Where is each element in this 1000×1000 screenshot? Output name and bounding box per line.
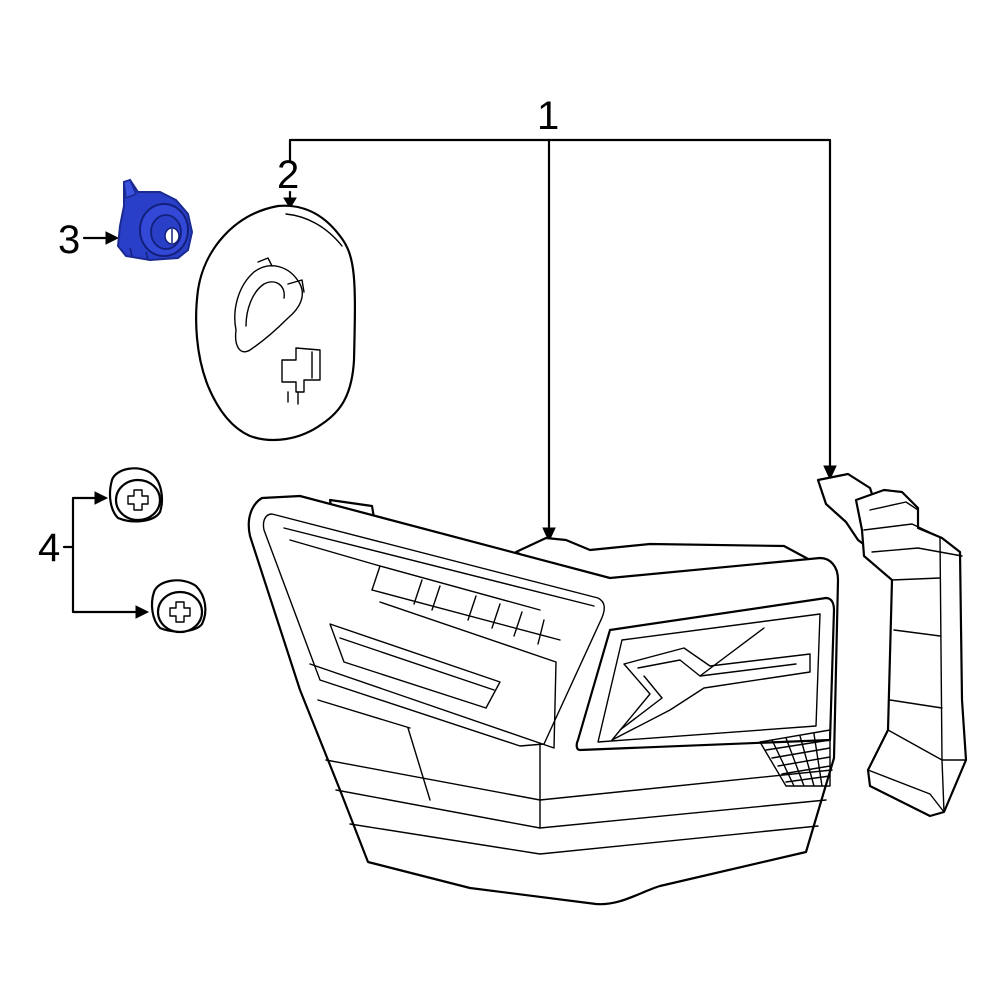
leader-1 bbox=[288, 138, 837, 543]
tail-lamp-assembly[interactable] bbox=[247, 494, 840, 906]
callout-4: 4 bbox=[38, 526, 60, 570]
callout-1: 1 bbox=[537, 94, 559, 138]
leader-4 bbox=[62, 491, 150, 619]
leader-2 bbox=[283, 190, 297, 209]
callout-2: 2 bbox=[277, 153, 299, 197]
side-bracket[interactable] bbox=[816, 472, 968, 818]
reflector-grid bbox=[759, 729, 831, 787]
access-cover[interactable] bbox=[195, 204, 357, 442]
mounting-screw-upper[interactable] bbox=[108, 467, 163, 523]
leader-3 bbox=[82, 231, 120, 245]
callout-3: 3 bbox=[58, 218, 80, 262]
bulb-socket[interactable] bbox=[116, 178, 194, 262]
mounting-screw-lower[interactable] bbox=[150, 579, 207, 634]
